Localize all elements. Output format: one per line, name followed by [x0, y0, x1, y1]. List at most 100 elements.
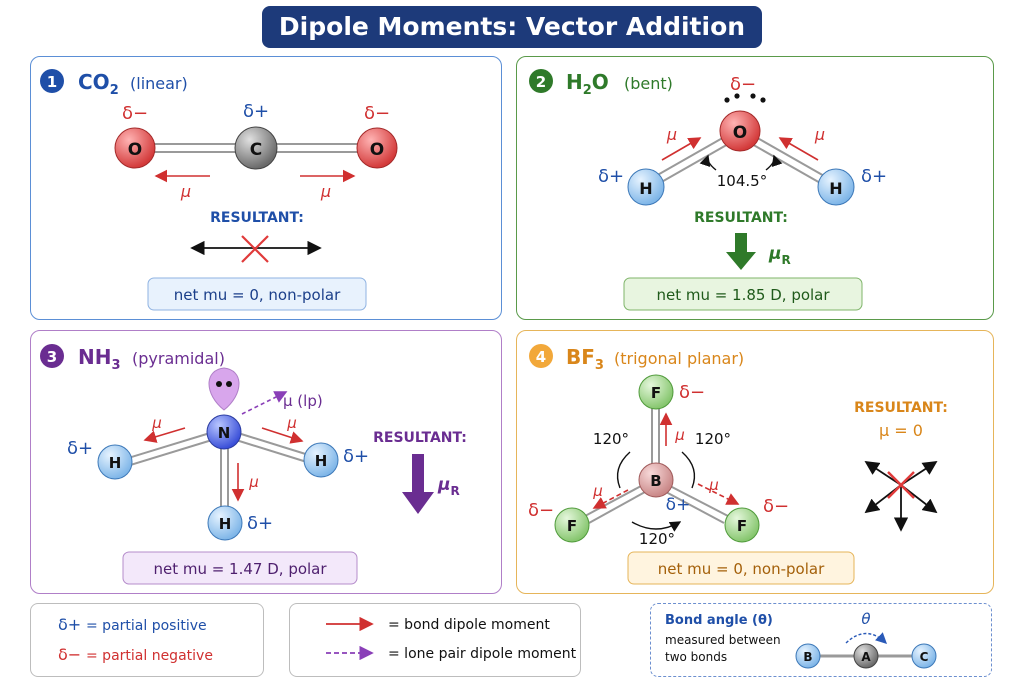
atom-label: H [829, 179, 842, 198]
legend-pos-symbol: δ+ [58, 615, 81, 634]
panel-number-badge [40, 69, 64, 93]
bond-angle: 120° [639, 530, 675, 548]
co2-bonds [150, 143, 362, 153]
net-moment: net mu = 1.85 D, polar [656, 286, 830, 304]
mu-label: μ [248, 473, 259, 491]
co2-oxygen-right [356, 127, 398, 169]
angle-arc-bottom [631, 521, 682, 532]
panel-number: 2 [536, 73, 546, 91]
atom-label: A [861, 650, 871, 664]
atom-label: B [803, 650, 812, 664]
atom-label: F [651, 384, 661, 402]
nh3-dipole-right [261, 427, 304, 444]
bf3-net-box [627, 551, 855, 585]
partial-charge: δ− [122, 103, 148, 124]
bf3-fluorine-left [554, 507, 590, 543]
partial-charge: δ+ [247, 513, 273, 534]
nh3-net-box [122, 551, 358, 585]
h2o-formula: H2O [566, 70, 609, 98]
bf3-dipole-left [592, 489, 629, 509]
legend-angle-line2: two bonds [665, 650, 727, 664]
mu-label: μ [674, 426, 685, 444]
legend-angle-line1: measured between [665, 633, 781, 647]
legend-charges [30, 603, 264, 677]
atom-label: C [920, 650, 929, 664]
bond-angle: 104.5° [717, 172, 767, 190]
h2o-hydrogen-right [817, 168, 855, 206]
panel-number-badge [529, 344, 553, 368]
legend-angle-title: Bond angle (θ) [665, 613, 773, 628]
panel-number: 3 [47, 348, 57, 366]
legend-pos-text: = partial positive [86, 618, 207, 634]
legend-bond-angle [650, 603, 992, 677]
partial-charge: δ+ [243, 101, 269, 122]
net-moment: net mu = 1.47 D, polar [153, 560, 327, 578]
panel-bf3 [516, 330, 994, 594]
legend-neg-text: = partial negative [86, 648, 213, 664]
nh3-hydrogen-right [303, 442, 339, 478]
angle-arc-left [699, 154, 717, 171]
resultant-mu-r: μR [768, 244, 791, 267]
legend-neg-symbol: δ− [58, 645, 81, 664]
h2o-resultant-arrow [726, 233, 756, 270]
h2o-shape: (bent) [624, 74, 673, 93]
resultant-label: RESULTANT: [854, 400, 948, 416]
legend-atom-c [911, 643, 937, 669]
lone-pair-lobe [208, 367, 240, 411]
mu-label: μ [666, 125, 677, 144]
atom-label: F [567, 517, 577, 535]
atom-label: H [315, 452, 328, 470]
resultant-mu-r: μR [437, 475, 460, 498]
partial-charge: δ− [528, 500, 554, 521]
atom-label: F [737, 517, 747, 535]
h2o-dipole-left [661, 137, 702, 161]
bf3-bonds [584, 408, 729, 524]
panel-number: 4 [536, 348, 546, 366]
resultant-value: μ = 0 [879, 421, 923, 440]
atom-label: O [370, 140, 384, 160]
nh3-dipole-left [143, 427, 186, 443]
cancel-cross-icon [241, 235, 269, 263]
partial-charge: δ− [730, 74, 756, 95]
co2-oxygen-left [114, 127, 156, 169]
nh3-shape: (pyramidal) [132, 349, 225, 368]
atom-label: C [250, 140, 262, 160]
legend-atom-b [795, 643, 821, 669]
lone-pair-dot [226, 381, 232, 387]
co2-carbon [234, 126, 278, 170]
panel-number-badge [529, 69, 553, 93]
bf3-formula: BF3 [566, 345, 604, 373]
atom-label: N [218, 424, 231, 442]
legend-bond-text: = bond dipole moment [388, 617, 550, 633]
bf3-boron [638, 462, 674, 498]
partial-charge: δ− [679, 382, 705, 403]
mu-label: μ [180, 182, 191, 201]
panel-number-badge [40, 344, 64, 368]
nh3-bonds [124, 432, 313, 510]
legend-theta-arc [845, 632, 888, 644]
nh3-formula: NH3 [78, 345, 121, 373]
mu-label: μ [286, 414, 297, 432]
atom-label: H [219, 515, 232, 533]
mu-label: μ [814, 125, 825, 144]
h2o-oxygen [719, 110, 761, 152]
co2-net-box [147, 277, 367, 311]
nh3-resultant-arrow [402, 454, 434, 514]
legend-arrows [289, 603, 581, 677]
bond-angle: 120° [593, 430, 629, 448]
mu-label: μ [592, 482, 603, 500]
panel-co2 [30, 56, 502, 320]
panel-number: 1 [47, 73, 57, 91]
legend-theta: θ [861, 610, 870, 628]
panel-h2o [516, 56, 994, 320]
partial-charge: δ− [364, 103, 390, 124]
bf3-fluorine-top [638, 374, 674, 410]
lone-pair-dipole-arrow [241, 391, 288, 415]
h2o-dipole-right [778, 137, 819, 161]
atom-label: H [639, 179, 652, 198]
mu-label: μ [151, 414, 162, 432]
partial-charge: δ+ [598, 166, 624, 187]
atom-label: H [109, 454, 122, 472]
bond-angle: 120° [695, 430, 731, 448]
